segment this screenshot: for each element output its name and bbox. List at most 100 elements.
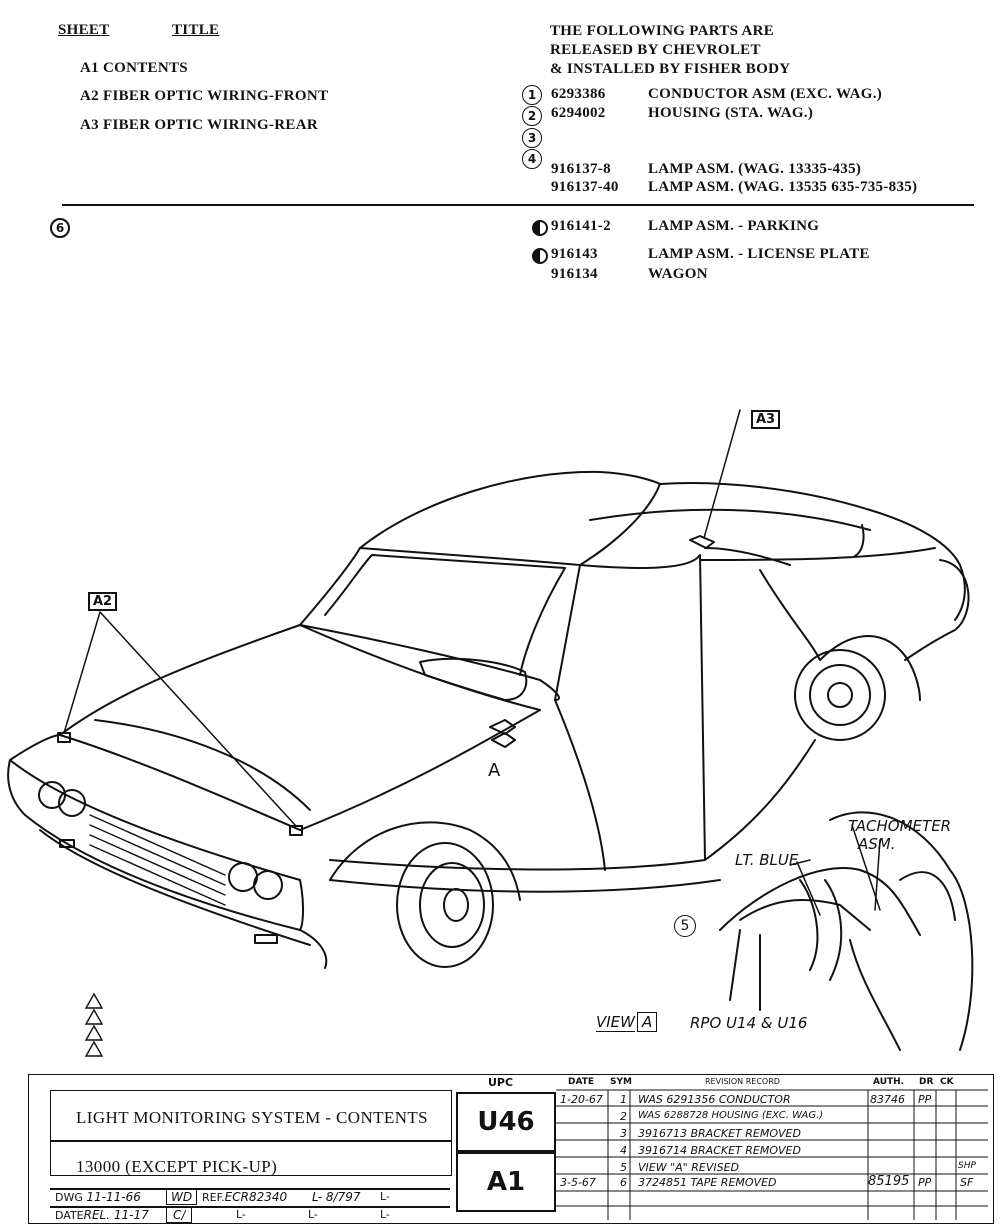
rear-window — [359, 483, 661, 566]
a3-leader — [703, 409, 741, 539]
tachometer-leader — [851, 824, 881, 911]
sheet-number: A1 — [80, 60, 99, 76]
l-blank: L- — [308, 1208, 318, 1221]
upc-code: U46 — [456, 1092, 556, 1152]
date-initials: C/ — [166, 1207, 193, 1223]
dwg-row: DWG 11-11-66 — [55, 1190, 141, 1204]
sheet-code: A1 — [456, 1152, 556, 1212]
sheet-index-row: A1 CONTENTS — [80, 60, 188, 77]
headlight — [58, 789, 86, 817]
part-number: 916141-2 — [551, 218, 611, 234]
model-number: 13000 (EXCEPT PICK-UP) — [76, 1157, 278, 1176]
parts-header: THE FOLLOWING PARTS ARE RELEASED BY CHEV… — [550, 22, 790, 79]
title-divider — [50, 1140, 452, 1142]
hood-rear-edge — [299, 709, 541, 831]
parts-header-line: RELEASED BY CHEVROLET — [550, 42, 761, 58]
sheet-title: FIBER OPTIC WIRING-REAR — [103, 117, 318, 133]
sheet-number: A3 — [80, 117, 99, 133]
symbol-5-circle: 5 — [674, 915, 696, 937]
headlight — [38, 781, 66, 809]
rev-auth: 83746 — [870, 1093, 905, 1106]
title-column-header: TITLE — [172, 22, 220, 38]
symbol-4-circle: 4 — [522, 149, 542, 169]
grille-top — [9, 759, 301, 881]
rev-record: WAS 6288728 HOUSING (EXC. WAG.) — [638, 1110, 824, 1121]
door-rear-edge — [699, 554, 706, 861]
a-pillar — [554, 564, 581, 701]
part-number: 916137-40 — [551, 179, 619, 195]
rev-ck: SHP — [958, 1161, 976, 1171]
lt-blue-label: LT. BLUE — [735, 851, 799, 869]
hood-lower — [59, 734, 301, 831]
bumper — [24, 814, 301, 931]
front-wheel — [396, 842, 494, 968]
rev-dr: PP — [918, 1093, 932, 1106]
a2-leaders — [63, 611, 297, 827]
part-number: 916137-8 — [551, 161, 611, 177]
part-description: LAMP ASM. - LICENSE PLATE — [648, 246, 870, 262]
l-blank: L- — [236, 1208, 246, 1221]
sheet-index-row: A2 FIBER OPTIC WIRING-FRONT — [80, 88, 328, 105]
dwg-row-line — [50, 1188, 450, 1190]
license-plate-lamp — [254, 934, 278, 944]
ref-label: REF. — [202, 1191, 225, 1204]
a3-callout: A3 — [751, 410, 781, 429]
headlight — [253, 870, 283, 900]
date-value: REL. 11-17 — [83, 1208, 149, 1222]
revision-table — [556, 1076, 988, 1220]
revision-triangle-stack — [84, 992, 104, 1062]
rev-header-auth: AUTH. — [873, 1077, 905, 1087]
part-description: LAMP ASM. (WAG. 13535 635-735-835) — [648, 179, 918, 195]
date-row-line — [50, 1206, 450, 1208]
part-number: 6293386 — [551, 86, 606, 102]
rev-header-dr: DR — [919, 1077, 934, 1087]
sheet-number: A2 — [80, 88, 99, 104]
ref-value: ECR82340 — [224, 1190, 288, 1204]
a2-callout: A2 — [88, 592, 118, 611]
grille-bars — [89, 814, 226, 906]
note-6-circle: 6 — [50, 218, 70, 238]
car-illustration — [7, 409, 974, 1051]
parts-header-line: & INSTALLED BY FISHER BODY — [550, 61, 791, 77]
part-number: 916143 — [551, 246, 598, 262]
drawing-title: LIGHT MONITORING SYSTEM - CONTENTS — [76, 1108, 429, 1127]
rev-dr: PP — [918, 1176, 932, 1189]
rev-header-sym: SYM — [610, 1077, 632, 1087]
hood-front — [59, 624, 301, 736]
dwg-initials: WD — [166, 1189, 198, 1205]
rev-date: 3-5-67 — [560, 1176, 596, 1189]
rpo-label: RPO U14 & U16 — [690, 1014, 808, 1032]
fender-emblem — [489, 719, 516, 748]
rev-header-ck: CK — [940, 1077, 954, 1087]
windshield-glass — [324, 554, 566, 676]
rev-record: 3724851 TAPE REMOVED — [638, 1176, 777, 1189]
door-front-edge — [554, 699, 606, 871]
trunk-outline — [659, 482, 966, 621]
rev-record: 3916714 BRACKET REMOVED — [638, 1144, 801, 1157]
rev-sym: 2 — [620, 1110, 627, 1123]
rev-sym: 5 — [620, 1161, 627, 1174]
hood-scoop — [419, 657, 528, 701]
rev-sym: 3 — [620, 1127, 627, 1140]
part-number: 6294002 — [551, 105, 606, 121]
symbol-1-circle: 1 — [522, 85, 542, 105]
rev-sym: 6 — [620, 1176, 627, 1189]
windshield-left — [299, 547, 361, 626]
rev-sym: 1 — [620, 1093, 627, 1106]
symbol-2-circle: 2 — [522, 106, 542, 126]
half-circle-symbol — [532, 248, 548, 264]
half-circle-symbol — [532, 220, 548, 236]
part-description: LAMP ASM. - PARKING — [648, 218, 820, 234]
rev-header-date: DATE — [568, 1077, 595, 1087]
upc-label: UPC — [488, 1076, 514, 1089]
rear-fiber-housing — [689, 535, 715, 549]
rev-record: 3916713 BRACKET REMOVED — [638, 1127, 801, 1140]
part-description: CONDUCTOR ASM (EXC. WAG.) — [648, 86, 883, 102]
symbol-3-circle: 3 — [522, 128, 542, 148]
revision-grid — [556, 1089, 988, 1220]
part-description: LAMP ASM. (WAG. 13335-435) — [648, 161, 862, 177]
sheet-title: CONTENTS — [103, 60, 188, 76]
rev-auth: 85195 — [868, 1174, 910, 1189]
rev-date: 1-20-67 — [560, 1093, 603, 1106]
headlight — [228, 862, 258, 892]
